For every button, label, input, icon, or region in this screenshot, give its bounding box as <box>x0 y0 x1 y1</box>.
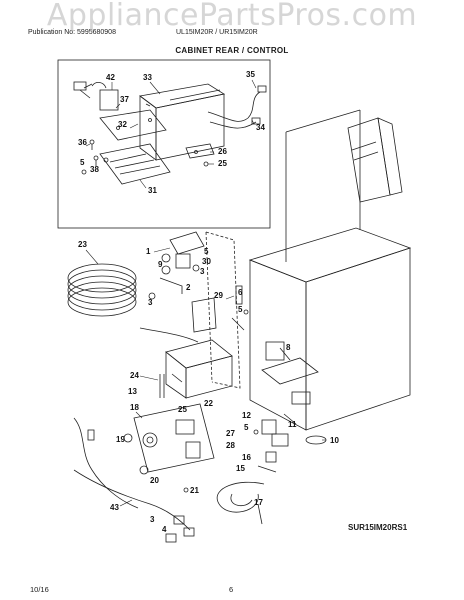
callout-16: 16 <box>242 453 251 462</box>
drain-hose-17 <box>216 481 265 525</box>
callout-3: 3 <box>200 267 205 276</box>
callout-24: 24 <box>130 371 139 380</box>
screws-36-38 <box>81 139 109 175</box>
callout-5b: 5 <box>204 247 209 256</box>
footer-page-number: 6 <box>229 585 234 594</box>
board-32 <box>99 109 167 141</box>
inset-frame <box>57 59 271 229</box>
callout-34: 34 <box>256 123 265 132</box>
callout-30: 30 <box>202 257 211 266</box>
cabinet-body <box>248 109 412 431</box>
callout-37: 37 <box>120 95 129 104</box>
valve-assembly-1 <box>148 231 205 300</box>
callout-13: 13 <box>128 387 137 396</box>
rear-panel-outline <box>205 231 241 389</box>
section-title: CABINET REAR / CONTROL <box>175 46 289 55</box>
callout-labels: 42 33 35 37 32 34 36 26 5 38 25 31 23 1 … <box>78 70 339 534</box>
callout-29: 29 <box>214 291 223 300</box>
callout-9: 9 <box>158 260 163 269</box>
callout-27: 27 <box>226 429 235 438</box>
wire-harness-43 <box>73 417 195 543</box>
callout-5d: 5 <box>244 423 249 432</box>
callout-5c: 5 <box>238 305 243 314</box>
board-31 <box>99 143 171 185</box>
callout-31: 31 <box>148 186 157 195</box>
tubing-coil-23 <box>67 263 137 317</box>
inlet-valve-11 <box>253 413 297 447</box>
callout-22: 22 <box>204 399 213 408</box>
footer-date: 10/16 <box>30 585 49 594</box>
callout-18: 18 <box>130 403 139 412</box>
knob-19 <box>123 433 133 443</box>
callout-12: 12 <box>242 411 251 420</box>
leader-lines <box>85 79 326 507</box>
callout-3c: 3 <box>150 515 155 524</box>
callout-42: 42 <box>106 73 115 82</box>
callout-33: 33 <box>143 73 152 82</box>
callout-6: 6 <box>238 288 243 297</box>
bracket-24 <box>159 374 165 398</box>
callout-32: 32 <box>118 120 127 129</box>
cable-13 <box>139 327 199 343</box>
callout-8: 8 <box>286 343 291 352</box>
bracket-26 <box>185 143 215 159</box>
publication-number: Publication No: 5995680908 <box>28 29 116 36</box>
callout-4: 4 <box>162 525 167 534</box>
callout-23: 23 <box>78 240 87 249</box>
reservoir-22 <box>165 339 233 399</box>
component-37 <box>83 82 119 111</box>
screw-21 <box>183 487 189 493</box>
screw-25-top <box>203 161 209 167</box>
callout-25: 25 <box>218 159 227 168</box>
grommet-20 <box>139 465 149 475</box>
diagram-code: SUR15IM20RS1 <box>348 523 408 532</box>
model-numbers: UL15IM20R / UR15IM20R <box>176 29 258 36</box>
callout-28: 28 <box>226 441 235 450</box>
plug-42 <box>73 81 91 99</box>
control-panel-18 <box>133 403 215 473</box>
callout-3b: 3 <box>148 298 153 307</box>
control-box-33 <box>139 83 226 161</box>
plate-29 <box>191 297 217 333</box>
callout-35: 35 <box>246 70 255 79</box>
callout-21: 21 <box>190 486 199 495</box>
callout-25b: 25 <box>178 405 187 414</box>
fasteners-6-5-8 <box>231 285 291 361</box>
callout-38: 38 <box>90 165 99 174</box>
callout-10: 10 <box>330 436 339 445</box>
callout-43: 43 <box>110 503 119 512</box>
callout-26: 26 <box>218 147 227 156</box>
callout-15: 15 <box>236 464 245 473</box>
callout-36: 36 <box>78 138 87 147</box>
fitting-16-15 <box>257 451 277 473</box>
callout-19: 19 <box>116 435 125 444</box>
callout-11: 11 <box>288 420 297 429</box>
callout-17: 17 <box>254 498 263 507</box>
callout-1: 1 <box>146 247 151 256</box>
callout-5: 5 <box>80 158 85 167</box>
wire-harness-34 <box>207 85 267 129</box>
callout-2: 2 <box>186 283 191 292</box>
callout-20: 20 <box>150 476 159 485</box>
